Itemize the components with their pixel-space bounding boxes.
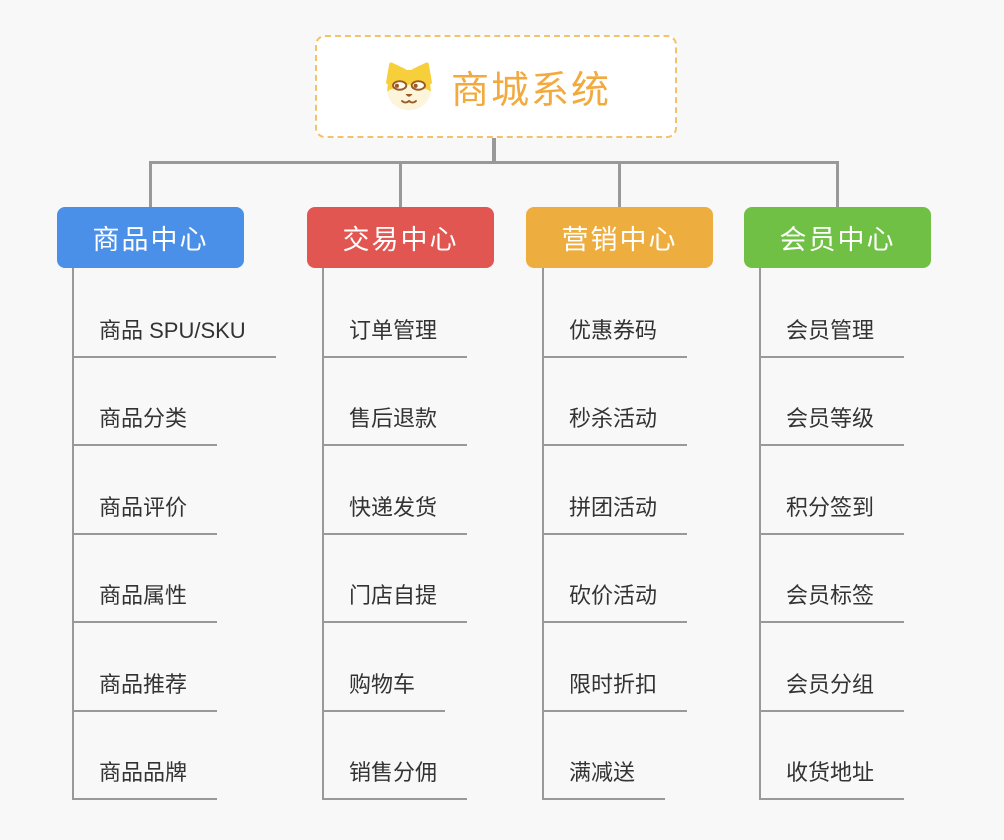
leaf-node[interactable]: 会员管理: [759, 314, 905, 358]
leaf-node[interactable]: 商品推荐: [72, 668, 218, 712]
leaf-node[interactable]: 快递发货: [322, 491, 468, 535]
branch-header-products[interactable]: 商品中心: [57, 207, 244, 268]
leaf-node[interactable]: 会员标签: [759, 579, 905, 623]
leaf-node[interactable]: 购物车: [322, 668, 446, 712]
leaf-node[interactable]: 优惠券码: [542, 314, 688, 358]
leaf-node[interactable]: 拼团活动: [542, 491, 688, 535]
leaf-node[interactable]: 门店自提: [322, 579, 468, 623]
leaf-node[interactable]: 销售分佣: [322, 756, 468, 800]
leaf-node[interactable]: 会员等级: [759, 402, 905, 446]
connector-drop-marketing: [618, 161, 621, 208]
leaf-node[interactable]: 售后退款: [322, 402, 468, 446]
root-node[interactable]: 商城系统: [315, 35, 677, 138]
leaf-node[interactable]: 积分签到: [759, 491, 905, 535]
branch-header-trade[interactable]: 交易中心: [307, 207, 494, 268]
leaf-node[interactable]: 会员分组: [759, 668, 905, 712]
branch-header-marketing[interactable]: 营销中心: [526, 207, 713, 268]
connector-drop-products: [149, 161, 152, 208]
connector-bus-line: [149, 161, 839, 164]
leaf-node[interactable]: 商品分类: [72, 402, 218, 446]
connector-drop-members: [836, 161, 839, 208]
leaf-node[interactable]: 商品品牌: [72, 756, 218, 800]
leaf-node[interactable]: 秒杀活动: [542, 402, 688, 446]
branch-header-members[interactable]: 会员中心: [744, 207, 931, 268]
connector-root-stub: [492, 136, 496, 163]
connector-drop-trade: [399, 161, 402, 208]
leaf-node[interactable]: 砍价活动: [542, 579, 688, 623]
leaf-node[interactable]: 订单管理: [322, 314, 468, 358]
leaf-node[interactable]: 满减送: [542, 756, 666, 800]
leaf-node[interactable]: 收货地址: [759, 756, 905, 800]
leaf-node[interactable]: 商品 SPU/SKU: [72, 314, 276, 358]
leaf-node[interactable]: 商品属性: [72, 579, 218, 623]
leaf-node[interactable]: 商品评价: [72, 491, 218, 535]
shiba-dog-icon: [386, 62, 432, 110]
root-node-title: 商城系统: [450, 70, 611, 112]
leaf-node[interactable]: 限时折扣: [542, 668, 688, 712]
